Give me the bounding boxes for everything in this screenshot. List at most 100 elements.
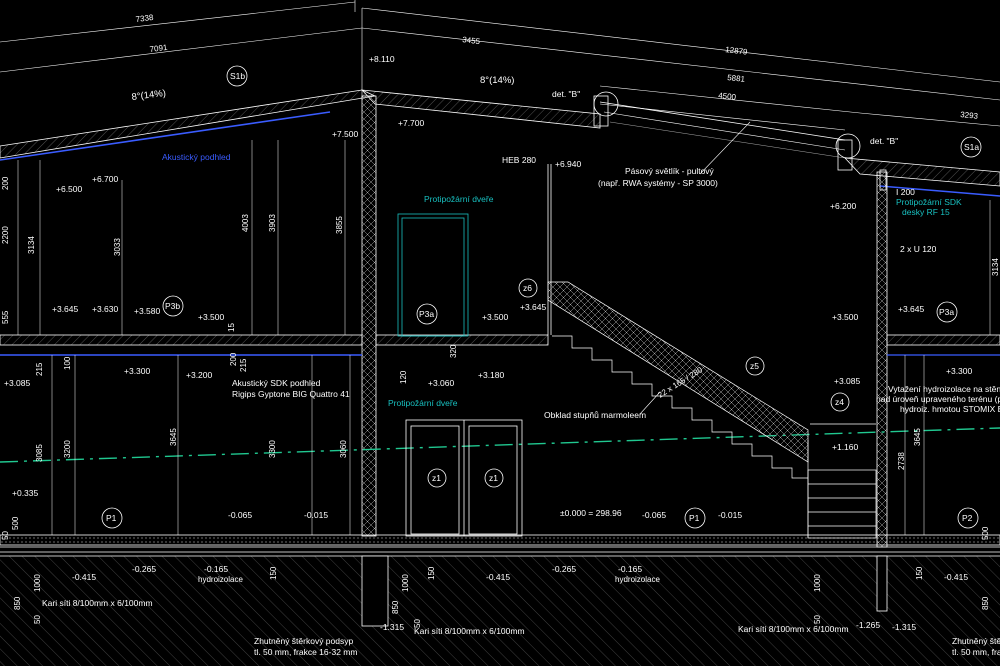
vdim-2200: 2200	[1, 226, 10, 244]
elev-3085b: +3.085	[834, 376, 861, 386]
vdim-3060: 3060	[339, 440, 348, 458]
vdim-1000a: 1000	[33, 574, 42, 592]
obklad-label: Obklad stupňů marmoleem	[544, 410, 646, 420]
dim-3293: 3293	[960, 110, 979, 121]
elevation-markers: +8.110 +7.700 +7.500 +6.940 +6.700 +6.50…	[4, 54, 973, 632]
vdim-3134b: 3134	[991, 258, 1000, 276]
vdim-320: 320	[449, 344, 458, 358]
vdim-3033: 3033	[113, 238, 122, 256]
vdim-215b: 215	[239, 358, 248, 372]
vdim-3085a: 3085	[35, 444, 44, 462]
tag-z6: z6	[523, 283, 532, 293]
hydro-label-3: hydroiz. hmotou STOMIX Be	[900, 404, 1000, 414]
elev-0165a: -0.165	[204, 564, 228, 574]
vdim-200: 200	[1, 176, 10, 190]
acoustic-sdk-label-2: Rigips Gyptone BIG Quattro 41	[232, 389, 350, 399]
elev-6500: +6.500	[56, 184, 83, 194]
det-b-label-2: det. "B"	[870, 136, 898, 146]
elev-3500c: +3.500	[832, 312, 859, 322]
acoustic-sdk-label-1: Akustický SDK podhled	[232, 378, 321, 388]
doors	[397, 213, 523, 537]
elev-3300a: +3.300	[124, 366, 151, 376]
elev-7500: +7.500	[332, 129, 359, 139]
elev-0415a: -0.415	[72, 572, 96, 582]
vdim-100a: 100	[63, 356, 72, 370]
elev-3085a: +3.085	[4, 378, 31, 388]
fire-door-label-2: Protipožární dveře	[388, 398, 458, 408]
elev-3300b: +3.300	[946, 366, 973, 376]
floors	[0, 334, 1000, 666]
tag-s1a: S1a	[964, 142, 979, 152]
elev-1315b: -1.315	[892, 622, 916, 632]
slope-right: 8°(14%)	[480, 75, 514, 86]
vdim-50b: 50	[33, 615, 42, 624]
vdim-850b: 850	[391, 600, 400, 614]
tag-z4: z4	[835, 397, 844, 407]
elev-ridge: +8.110	[369, 54, 395, 64]
dim-12879: 12879	[725, 45, 749, 57]
gravel-label-3: Zhutněný štěrk	[952, 636, 1000, 646]
elev-1315: -1.315	[380, 622, 404, 632]
vdim-850a: 850	[13, 596, 22, 610]
elev-0415c: -0.415	[944, 572, 968, 582]
vdim-555: 555	[1, 310, 10, 324]
elev-6700: +6.700	[92, 174, 119, 184]
gravel-label-4: tl. 50 mm, frak	[952, 647, 1000, 657]
vdim-15a: 15	[227, 323, 236, 332]
dim-5881: 5881	[727, 73, 746, 84]
gravel-label-1: Zhutněný štěrkový podsyp	[254, 636, 353, 646]
tag-p3b: P3b	[165, 301, 180, 311]
tag-z1-1: z1	[432, 473, 441, 483]
vdim-3903: 3903	[268, 214, 277, 232]
vdim-500b: 500	[981, 526, 990, 540]
dim-7338: 7338	[135, 13, 154, 24]
vdim-200b: 200	[229, 352, 238, 366]
dim-4500: 4500	[718, 91, 737, 102]
heb-label: HEB 280	[502, 155, 536, 165]
hydroizolace-a: hydroizolace	[198, 575, 243, 584]
slope-left: 8°(14%)	[131, 88, 167, 103]
tag-p2: P2	[962, 513, 973, 523]
vdim-3645a: 3645	[169, 428, 178, 446]
fire-sdk-label-2: desky RF 15	[902, 207, 950, 217]
dim-3455: 3455	[462, 35, 481, 46]
elev-3060: +3.060	[428, 378, 455, 388]
elev-1160: +1.160	[832, 442, 859, 452]
vdim-3645b: 3645	[913, 428, 922, 446]
roof-structure	[0, 89, 1000, 197]
vdim-120: 120	[399, 370, 408, 384]
elev-0065a: -0.065	[228, 510, 252, 520]
det-b-label-1: det. "B"	[552, 89, 580, 99]
elev-7700: +7.700	[398, 118, 425, 128]
gravel-label-2: tl. 50 mm, frakce 16-32 mm	[254, 647, 357, 657]
vdim-850c: 850	[981, 596, 990, 610]
elev-0415b: -0.415	[486, 572, 510, 582]
elev-0335: +0.335	[12, 488, 39, 498]
vdim-215a: 215	[35, 362, 44, 376]
vdim-50a: 50	[1, 531, 10, 540]
acoustic-ceiling-label: Akustický podhled	[162, 152, 231, 162]
fire-sdk-label-1: Protipožární SDK	[896, 197, 962, 207]
tag-s1b: S1b	[230, 71, 245, 81]
vdim-3300: 3300	[268, 440, 277, 458]
elev-0265b: -0.265	[552, 564, 576, 574]
elev-3645c: +3.645	[898, 304, 925, 314]
dim-7091: 7091	[149, 43, 168, 54]
elev-0165b: -0.165	[618, 564, 642, 574]
vdim-150b: 150	[427, 566, 436, 580]
elev-0265a: -0.265	[132, 564, 156, 574]
kari-label-1: Kari síti 8/100mm x 6/100mm	[42, 598, 153, 608]
vdim-500: 500	[11, 516, 20, 530]
kari-label-2: Kari síti 8/100mm x 6/100mm	[414, 626, 525, 636]
tag-bubbles	[101, 65, 982, 529]
elev-3580: +3.580	[134, 306, 161, 316]
elev-3645b: +3.645	[520, 302, 547, 312]
elev-6200: +6.200	[830, 201, 857, 211]
elev-3180: +3.180	[478, 370, 505, 380]
elev-1265: -1.265	[856, 620, 880, 630]
vdim-1000c: 1000	[813, 574, 822, 592]
kari-label-3: Kari síti 8/100mm x 6/100mm	[738, 624, 849, 634]
skylight-label-1: Pásový světlík - pultový	[625, 166, 715, 176]
vdim-2738: 2738	[897, 452, 906, 470]
